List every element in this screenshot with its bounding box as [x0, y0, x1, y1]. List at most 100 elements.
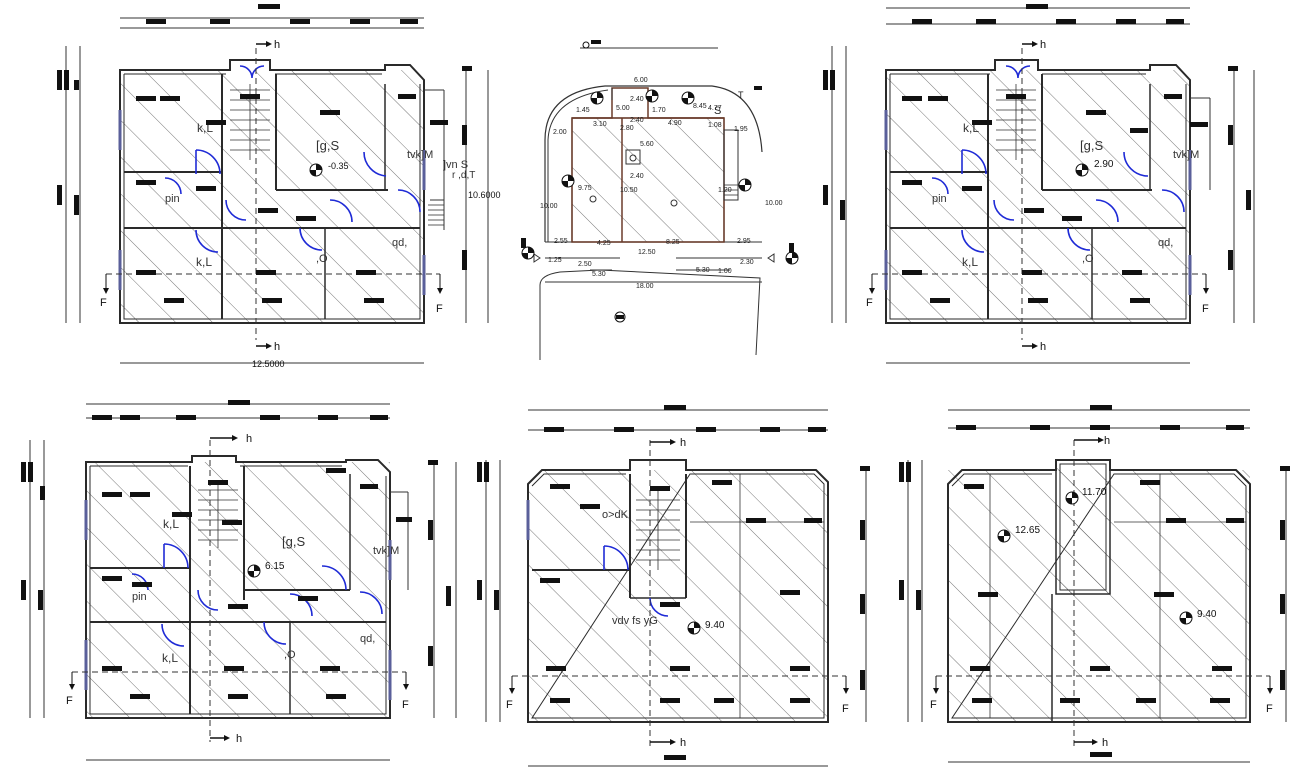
section-h-top: h	[1104, 435, 1110, 447]
site-dim: 10.00	[540, 203, 558, 210]
site-dim: 12.50	[638, 249, 656, 256]
section-f-right: F	[402, 699, 409, 711]
section-f-left: F	[100, 297, 107, 309]
section-h-top: h	[1040, 39, 1046, 51]
dimension-tags	[899, 405, 1290, 757]
site-dim: 4.25	[597, 240, 611, 247]
site-label: S	[714, 105, 721, 117]
section-h-top: h	[680, 437, 686, 449]
section-f-right: F	[1202, 303, 1209, 315]
dimension-tags	[823, 4, 1251, 303]
level-value: 11.70	[1082, 487, 1107, 498]
section-h-bottom: h	[236, 733, 242, 745]
level-marker	[590, 91, 604, 105]
site-dim: 2.55	[554, 238, 568, 245]
site-dim: 1.95	[734, 126, 748, 133]
site-dim: 5.00	[616, 105, 630, 112]
level-marker	[1179, 611, 1193, 625]
room-label: ,O	[316, 253, 328, 265]
site-dim: 9.75	[578, 185, 592, 192]
dimension-tags	[57, 4, 472, 303]
room-label: pin	[932, 193, 947, 205]
room-label: tvk]M	[373, 545, 399, 557]
room-label: k,L	[962, 255, 978, 269]
level-marker	[687, 621, 701, 635]
ground-floor-plan: h h F F k,L [g,S tvk]M pin k,L qd, ,O ]v…	[57, 4, 501, 369]
level-marker	[1075, 163, 1089, 177]
overall-height-dim: 10.6000	[468, 190, 501, 200]
level-value: 9.40	[1197, 609, 1217, 620]
section-h-top: h	[274, 39, 280, 51]
site-dim: 2.80	[620, 125, 634, 132]
overall-width-dim: 12.5000	[252, 359, 285, 369]
room-label: k,L	[162, 651, 178, 665]
room-label: [g,S	[282, 534, 305, 549]
room-label: [g,S	[316, 138, 339, 153]
room-label: r ,d,T	[452, 170, 475, 181]
site-dim: 1.08	[708, 122, 722, 129]
site-dim: 3.10	[593, 121, 607, 128]
room-label: qd,	[392, 237, 407, 249]
site-dim: 1.45	[576, 107, 590, 114]
level-marker	[247, 564, 261, 578]
level-marker	[785, 251, 799, 265]
level-value: 2.90	[1094, 159, 1114, 170]
section-f-left: F	[866, 297, 873, 309]
site-dim: 2.40	[630, 173, 644, 180]
room-label: qd,	[360, 633, 375, 645]
site-dim: 2.40	[630, 117, 644, 124]
level-marker	[645, 89, 659, 103]
section-h-bottom: h	[1040, 341, 1046, 353]
site-dim: 10.00	[765, 200, 783, 207]
section-f-left: F	[66, 695, 73, 707]
room-label: ,O	[1082, 253, 1094, 265]
section-f-right: F	[1266, 703, 1273, 715]
dimension-tags	[477, 405, 870, 760]
section-f-right: F	[842, 703, 849, 715]
section-f-left: F	[930, 699, 937, 711]
level-marker	[561, 174, 575, 188]
site-dim: 8.25	[666, 239, 680, 246]
room-label: pin	[165, 193, 180, 205]
site-dim: 8.45	[693, 103, 707, 110]
room-label: k,L	[163, 517, 179, 531]
site-dim: 2.40	[630, 96, 644, 103]
site-dim: 2.30	[740, 259, 754, 266]
section-h-bottom: h	[274, 341, 280, 353]
second-floor-plan: h h F F k,L [g,S tvk]M pin k,L qd, ,O 6.…	[21, 400, 457, 761]
site-dim: 5.30	[592, 271, 606, 278]
site-dim: 6.00	[634, 77, 648, 84]
level-value: 9.40	[705, 620, 725, 631]
level-marker	[521, 246, 535, 260]
level-marker	[997, 529, 1011, 543]
room-label: ]vn S	[443, 159, 468, 171]
site-dim: 2.50	[578, 261, 592, 268]
room-label: tvk]M	[1173, 149, 1199, 161]
site-plan: 6.00 2.40 1.70 2.40 3.10 4.90 1.95 2.00 …	[521, 40, 799, 360]
level-marker	[738, 178, 752, 192]
site-dim: 4.77	[708, 105, 722, 112]
room-label: vdv fs yG	[612, 615, 658, 627]
level-marker	[1065, 491, 1079, 505]
section-f-left: F	[506, 699, 513, 711]
site-dim: 5.30	[696, 267, 710, 274]
site-dim: 1.20	[718, 187, 732, 194]
site-dim: 4.90	[668, 120, 682, 127]
site-dim: 1.00	[718, 268, 732, 275]
room-label: o>dK	[602, 509, 629, 521]
room-label: tvk]M	[407, 149, 433, 161]
level-value: 12.65	[1015, 525, 1040, 536]
section-h-top: h	[246, 433, 252, 445]
room-label: ,O	[284, 649, 296, 661]
room-label: k,L	[196, 255, 212, 269]
room-label: [g,S	[1080, 138, 1103, 153]
section-h-bottom: h	[680, 737, 686, 749]
site-dim: 5.60	[640, 141, 654, 148]
site-dim: 1.70	[652, 107, 666, 114]
room-label: qd,	[1158, 237, 1173, 249]
third-floor-plan: h h F F o>dK vdv fs yG 9.40	[477, 405, 870, 767]
level-marker	[309, 163, 323, 177]
dimension-tags	[21, 400, 451, 699]
site-dim: 18.00	[636, 283, 654, 290]
